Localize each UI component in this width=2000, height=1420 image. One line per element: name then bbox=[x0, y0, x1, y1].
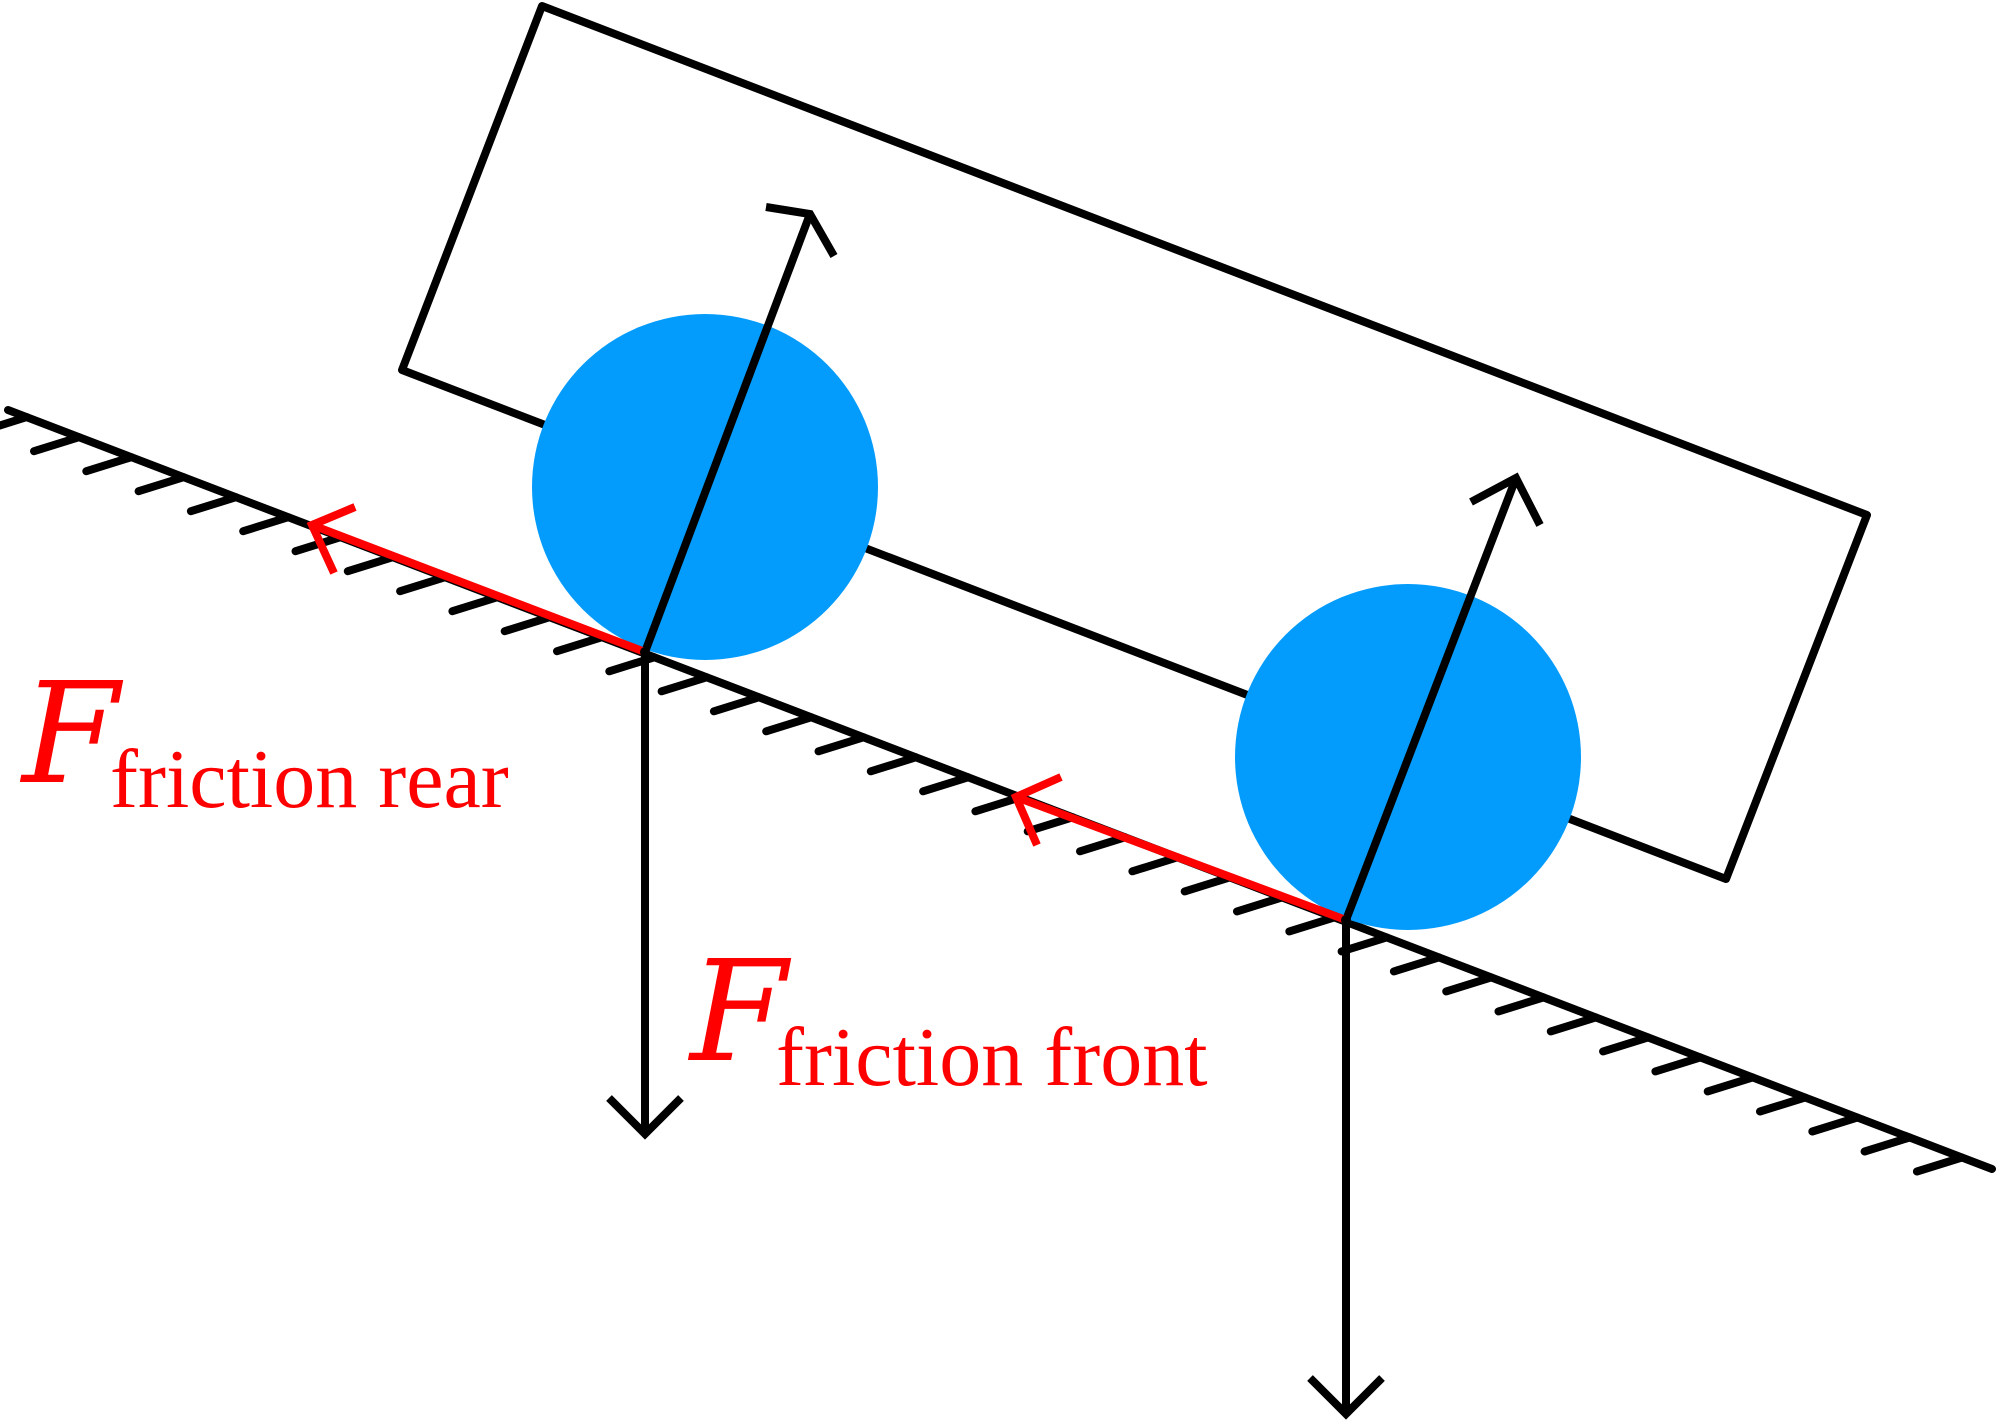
front-contact-point bbox=[1341, 915, 1351, 925]
hatch-mark bbox=[1180, 873, 1234, 896]
rear-contact-point bbox=[640, 647, 650, 657]
hatch-mark bbox=[186, 493, 240, 516]
rear-friction-arrow bbox=[306, 503, 647, 656]
hatch-mark bbox=[1023, 813, 1077, 836]
car-body bbox=[398, 2, 1871, 883]
hatch-mark bbox=[709, 693, 763, 716]
rear-friction-subscript: friction rear bbox=[110, 733, 509, 826]
hatch-mark bbox=[1128, 853, 1182, 876]
rear-weight-arrow bbox=[606, 652, 684, 1140]
hatch-mark bbox=[919, 773, 973, 796]
front-friction-arrow bbox=[1010, 773, 1348, 924]
hatch-mark bbox=[1546, 1013, 1600, 1036]
hatch-mark bbox=[553, 633, 606, 656]
hatch-mark bbox=[396, 573, 450, 596]
hatch-mark bbox=[1912, 1153, 1966, 1176]
hatch-mark bbox=[0, 413, 31, 430]
rear-friction-label: Ffriction rear bbox=[19, 653, 509, 826]
hatch-mark bbox=[1285, 913, 1339, 936]
hatch-mark bbox=[1703, 1073, 1757, 1096]
front-weight-arrow bbox=[1307, 920, 1385, 1420]
hatch-mark bbox=[82, 453, 136, 476]
hatch-mark bbox=[134, 473, 188, 496]
rear-normal-force-arrow bbox=[641, 203, 838, 654]
hatch-mark bbox=[1651, 1053, 1705, 1076]
hatch-mark bbox=[1442, 973, 1496, 996]
front-friction-label: Ffriction front bbox=[687, 931, 1208, 1104]
hatch-mark bbox=[448, 593, 502, 616]
hatch-mark bbox=[762, 713, 816, 736]
hatch-mark bbox=[866, 753, 920, 776]
hatch-mark bbox=[239, 513, 293, 536]
hatch-mark bbox=[1756, 1093, 1809, 1116]
hatch-mark bbox=[500, 613, 554, 636]
hatch-mark bbox=[1233, 893, 1286, 916]
front-friction-subscript: friction front bbox=[776, 1011, 1208, 1104]
front-normal-force-arrow bbox=[1342, 472, 1544, 922]
hatch-mark bbox=[1076, 833, 1129, 856]
rear-friction-symbol: F bbox=[19, 653, 124, 816]
hatch-mark bbox=[1808, 1113, 1862, 1136]
hatch-mark bbox=[1494, 993, 1548, 1016]
hatch-mark bbox=[1389, 953, 1443, 976]
ground-hatching bbox=[0, 413, 1966, 1176]
hatch-mark bbox=[814, 733, 868, 756]
hatch-mark bbox=[30, 433, 83, 456]
hatch-mark bbox=[1599, 1033, 1653, 1056]
front-friction-symbol: F bbox=[687, 931, 792, 1094]
hatch-mark bbox=[1860, 1133, 1914, 1156]
hatch-mark bbox=[343, 553, 397, 576]
hatch-mark bbox=[657, 673, 711, 696]
